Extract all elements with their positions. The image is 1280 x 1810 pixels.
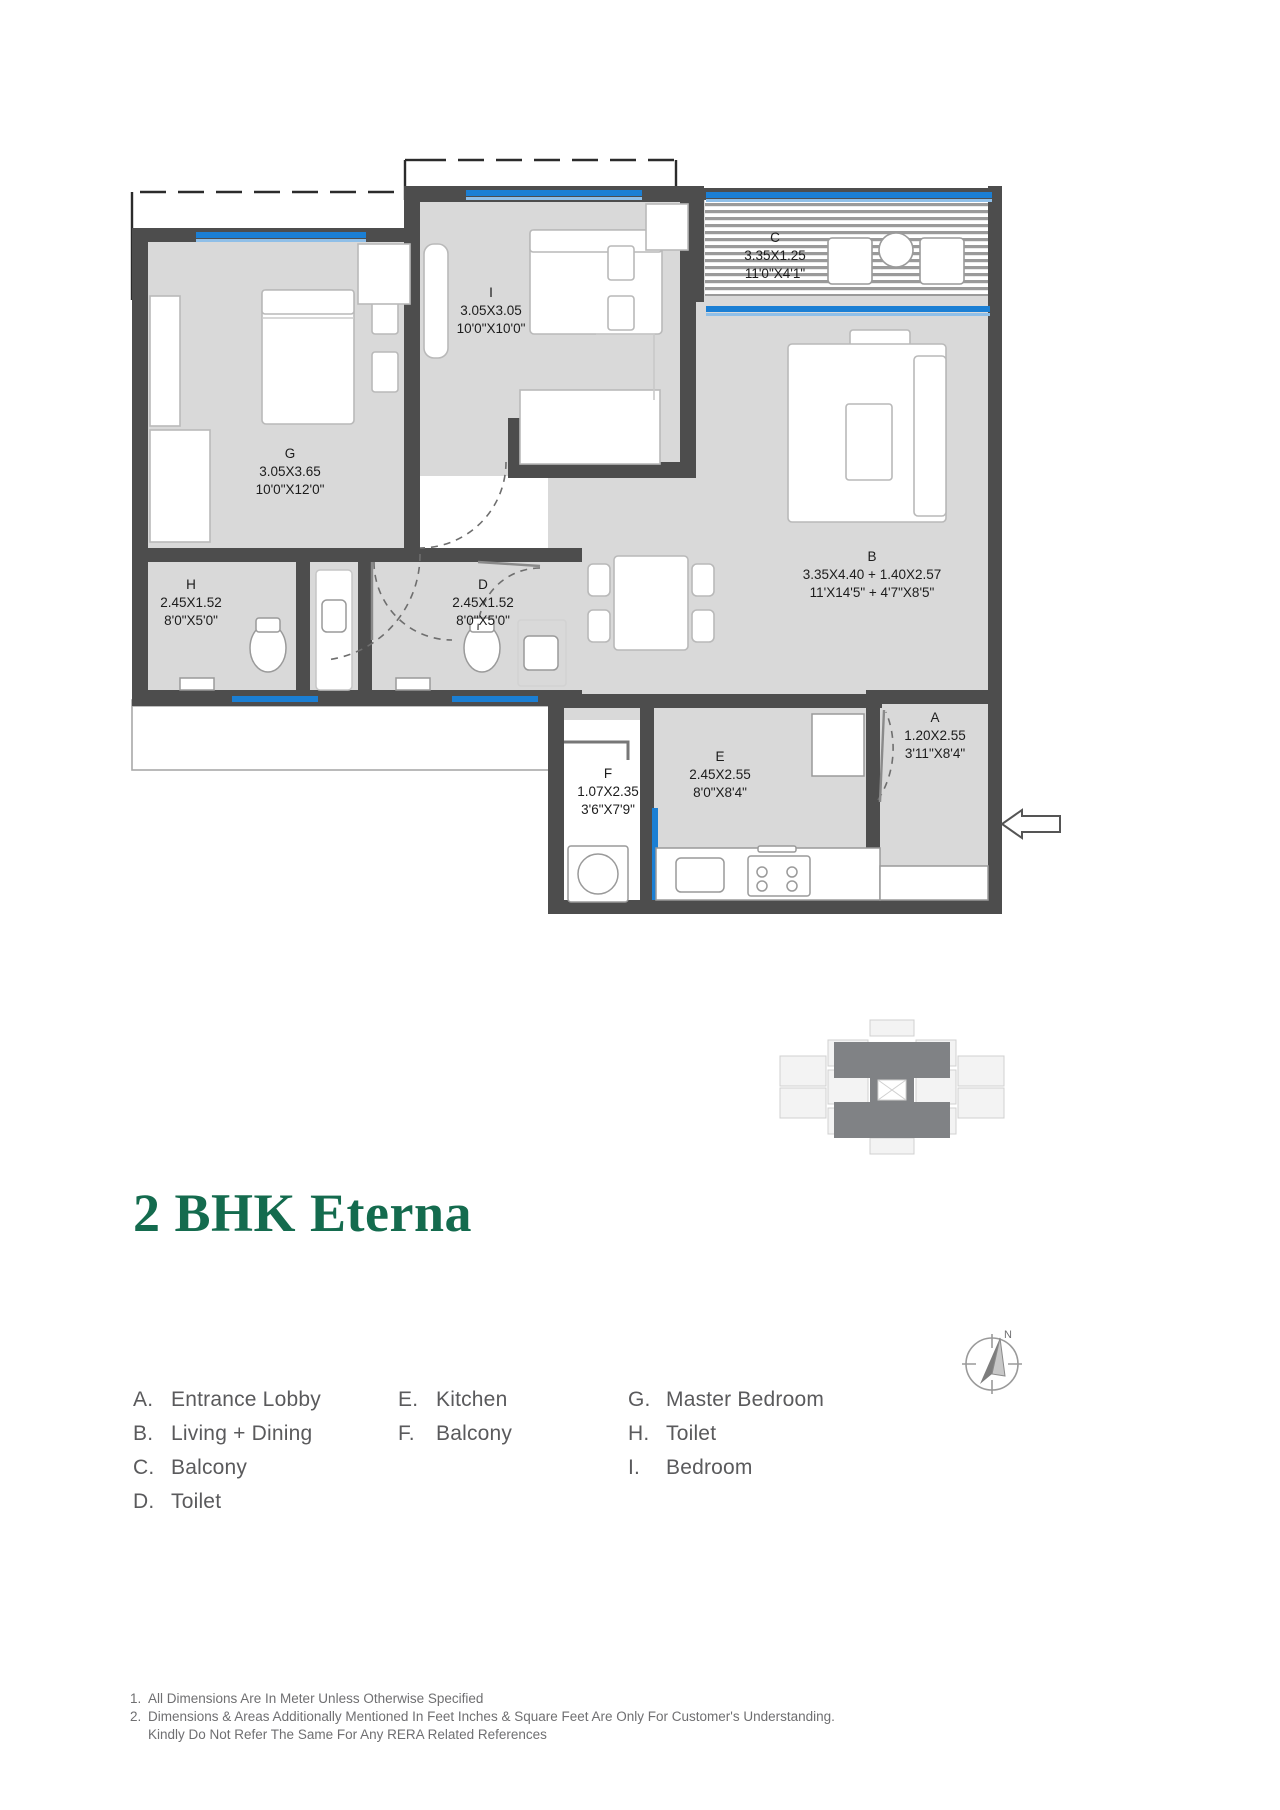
room-label-f-metric: 1.07X2.35 (577, 784, 639, 799)
legend-item-a: A. Entrance Lobby (133, 1388, 398, 1422)
room-label-a-imperial: 3'11"X8'4" (905, 746, 965, 761)
legend-label-e: Kitchen (436, 1388, 508, 1411)
terrace-outline (131, 699, 553, 771)
note-2-number: 2. (130, 1709, 142, 1724)
room-label-e-metric: 2.45X2.55 (689, 767, 751, 782)
room-label-i-metric: 3.05X3.05 (460, 303, 522, 318)
room-label-c-imperial: 11'0"X4'1" (745, 266, 805, 281)
room-label-a-key: A (930, 710, 939, 725)
legend-label-b: Living + Dining (171, 1422, 313, 1445)
legend-label-i: Bedroom (666, 1456, 753, 1479)
room-label-b-metric: 3.35X4.40 + 1.40X2.57 (803, 567, 942, 582)
legend-column-1: A. Entrance Lobby B. Living + Dining C. … (133, 1388, 398, 1524)
footer-notes: 1. All Dimensions Are In Meter Unless Ot… (130, 1690, 1030, 1744)
legend-label-g: Master Bedroom (666, 1388, 825, 1411)
fixtures-toilet-h (179, 569, 353, 691)
room-label-i-key: I (489, 285, 493, 300)
legend-item-h: H. Toilet (628, 1422, 908, 1456)
room-label-h-key: H (186, 577, 196, 592)
door-leaves (370, 560, 886, 803)
room-label-c-key: C (770, 230, 780, 245)
legend-label-c: Balcony (171, 1456, 248, 1479)
legend-column-3: G. Master Bedroom H. Toilet I. Bedroom (628, 1388, 908, 1490)
north-arrow-label: N (1004, 1329, 1012, 1341)
legend-key-e: E. (398, 1388, 419, 1411)
room-label-e-imperial: 8'0"X8'4" (693, 785, 747, 800)
legend-key-a: A. (133, 1388, 154, 1411)
door-swings (325, 461, 894, 801)
room-label-d-key: D (478, 577, 488, 592)
legend-label-d: Toilet (171, 1490, 222, 1513)
legend-key-b: B. (133, 1422, 154, 1445)
note-1-text: All Dimensions Are In Meter Unless Other… (148, 1691, 484, 1706)
legend-key-h: H. (628, 1422, 650, 1445)
legend-key-f: F. (398, 1422, 415, 1445)
room-label-b-imperial: 11'X14'5" + 4'7"X8'5" (810, 585, 935, 600)
legend-item-f: F. Balcony (398, 1422, 628, 1456)
room-label-g-metric: 3.05X3.65 (259, 464, 321, 479)
legend-item-e: E. Kitchen (398, 1388, 628, 1422)
legend-item-i: I. Bedroom (628, 1456, 908, 1490)
legend-key-d: D. (133, 1490, 155, 1513)
room-labels: A 1.20X2.55 3'11"X8'4" B 3.35X4.40 + 1.4… (160, 230, 966, 817)
fixtures-toilet-d (395, 617, 567, 691)
note-1: 1. All Dimensions Are In Meter Unless Ot… (130, 1690, 1030, 1708)
window-bands (196, 190, 992, 900)
fixtures-balcony-f (564, 740, 630, 903)
fixtures-kitchen (655, 713, 881, 901)
entry-arrow-icon (1000, 808, 1061, 840)
legend-key-i: I. (628, 1456, 641, 1479)
legend-label-h: Toilet (666, 1422, 717, 1445)
legend-item-b: B. Living + Dining (133, 1422, 398, 1456)
note-2: 2. Dimensions & Areas Additionally Menti… (130, 1708, 1030, 1744)
room-label-d-imperial: 8'0"X5'0" (456, 613, 510, 628)
key-plan-diagram (779, 1019, 1005, 1155)
legend-key-g: G. (628, 1388, 651, 1411)
legend-column-2: E. Kitchen F. Balcony (398, 1388, 628, 1456)
room-label-h-imperial: 8'0"X5'0" (164, 613, 218, 628)
note-2-text: Dimensions & Areas Additionally Mentione… (148, 1709, 835, 1742)
room-label-e-key: E (715, 749, 724, 764)
legend-label-a: Entrance Lobby (171, 1388, 321, 1411)
room-label-f-imperial: 3'6"X7'9" (581, 802, 635, 817)
legend-item-c: C. Balcony (133, 1456, 398, 1490)
room-label-i-imperial: 10'0"X10'0" (457, 321, 526, 336)
furniture-bedroom (423, 203, 689, 465)
page-title: 2 BHK Eterna (133, 1183, 472, 1243)
room-label-c-metric: 3.35X1.25 (744, 248, 806, 263)
legend-key-c: C. (133, 1456, 155, 1479)
furniture-living-dining (587, 329, 947, 651)
fixtures-entrance-lobby (879, 865, 989, 901)
room-label-b-key: B (867, 549, 876, 564)
room-label-f-key: F (604, 766, 612, 781)
note-1-number: 1. (130, 1691, 142, 1706)
room-label-g-imperial: 10'0"X12'0" (256, 482, 325, 497)
dashed-guides (140, 158, 676, 194)
room-label-a-metric: 1.20X2.55 (904, 728, 966, 743)
north-arrow-icon: N (962, 1329, 1022, 1394)
room-label-d-metric: 2.45X1.52 (452, 595, 514, 610)
room-label-h-metric: 2.45X1.52 (160, 595, 222, 610)
room-label-g-key: G (285, 446, 296, 461)
furniture-balcony-c (827, 232, 965, 285)
legend: A. Entrance Lobby B. Living + Dining C. … (133, 1388, 1013, 1524)
legend-label-f: Balcony (436, 1422, 513, 1445)
legend-item-d: D. Toilet (133, 1490, 398, 1524)
floor-plan-drawing: A 1.20X2.55 3'11"X8'4" B 3.35X4.40 + 1.4… (130, 158, 1061, 914)
legend-item-g: G. Master Bedroom (628, 1388, 908, 1422)
furniture-master-bedroom (149, 243, 411, 543)
